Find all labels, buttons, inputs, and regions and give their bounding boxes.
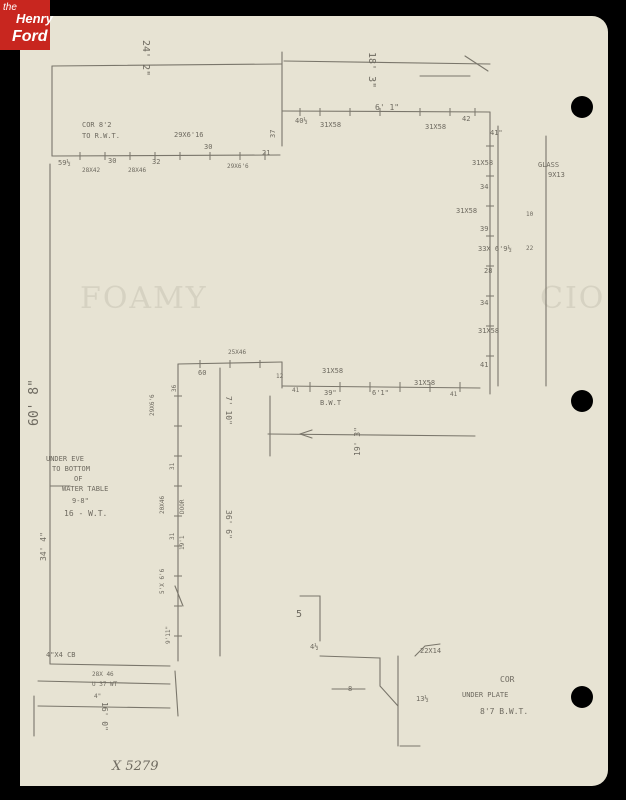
label-vert-5x66: 5'X 6'6 [159, 568, 166, 594]
label-side-small-dim2: 22 [526, 245, 534, 252]
label-win-28x42: 28X42 [82, 167, 101, 174]
label-right-28: 28 [484, 267, 493, 275]
label-right-31x58-c: 31X58 [478, 327, 500, 335]
label-37: 37 [269, 129, 277, 138]
label-win-31x58-topright: 31X58 [425, 123, 447, 131]
label-under-line3: OF [74, 475, 83, 483]
notebook-page: FOAMY CIO [20, 16, 608, 786]
label-right-31x58-a: 31X58 [472, 159, 494, 167]
label-small-13half: 13½ [416, 695, 429, 703]
logo-line-henry: Henry [16, 11, 53, 26]
label-mid-61: 6'1" [372, 389, 389, 397]
label-59half: 59½ [58, 159, 71, 167]
label-cor-low-line1: COR [500, 675, 515, 684]
label-30-b: 30 [108, 157, 117, 165]
label-right-39: 39 [480, 225, 489, 233]
label-32: 32 [152, 158, 161, 166]
label-under-line1: UNDER EVE [46, 455, 84, 463]
label-mid-60: 60 [198, 369, 207, 377]
bleed-through-text-right: CIO [540, 281, 606, 316]
binder-hole-bottom [571, 686, 593, 708]
label-mid-25x46: 25X46 [228, 349, 247, 356]
label-cor-low-line3: 8'7 B.W.T. [480, 707, 529, 716]
label-small-8: 8 [348, 685, 353, 693]
label-mid-dim-vert: 19' 3" [353, 427, 362, 456]
label-win-29x616: 29X6'16 [174, 131, 204, 139]
label-cb-4: 4" [94, 693, 102, 700]
label-side-small-dim: 10 [526, 211, 534, 218]
label-mid-41: 41 [292, 387, 300, 394]
label-win-29x616-b: 29X6'6 [227, 163, 249, 170]
binder-hole-top [571, 96, 593, 118]
label-small-22x14: 22X14 [420, 647, 442, 655]
floor-plan-sketch [33, 51, 547, 747]
label-win-28x46: 28X46 [128, 167, 147, 174]
label-41: 41" [490, 129, 503, 137]
label-right-34-a: 34 [480, 183, 489, 191]
label-cb: 4"X4 CB [46, 651, 76, 659]
label-right-door: 33X 6'9½ [478, 245, 512, 253]
label-under-line5: 9-8" [72, 497, 89, 505]
label-vert-door: DOOR [179, 499, 186, 514]
label-30-top: 30 [204, 143, 213, 151]
label-mid-39: 39" [324, 389, 337, 397]
label-right-41: 41 [480, 361, 489, 369]
label-top-span-dim: 6' 1" [375, 103, 400, 112]
catalog-number: X 5279 [112, 759, 159, 774]
logo-line-the: the [3, 2, 17, 13]
label-mid-bwt: B.W.T [320, 399, 342, 407]
label-cb-28x46: 28X 46 [92, 671, 114, 678]
label-42: 42 [462, 115, 471, 123]
label-vert-19x: 19'1 [179, 535, 186, 550]
label-mid-7-10: 7' 10" [224, 396, 233, 425]
label-mid-31x58-b: 31X58 [414, 379, 436, 387]
label-left-lower-vertical: 34' 4" [39, 532, 48, 561]
label-cor-low-line2: UNDER PLATE [462, 691, 509, 699]
logo-line-ford: Ford [12, 28, 48, 45]
binder-hole-middle [571, 390, 593, 412]
label-vert-29x66: 29X6'6 [149, 394, 156, 416]
label-glass-line1: GLASS [538, 161, 560, 169]
label-win-31x58-top: 31X58 [320, 121, 342, 129]
label-vert-31: 31 [169, 462, 176, 470]
label-21: 21 [262, 149, 271, 157]
label-vert-20x46: 20X46 [159, 495, 166, 514]
label-left-vertical: 60' 8" [27, 379, 42, 426]
label-under-line4: WATER TABLE [62, 485, 109, 493]
label-bottom-16: 16' 0" [100, 702, 109, 731]
label-mid-31x58-a: 31X58 [322, 367, 344, 375]
label-under-line6: 16 - W.T. [64, 509, 108, 518]
bleed-through-text-left: FOAMY [80, 281, 208, 316]
label-top-right-vertical-dim: 18' 3" [366, 52, 377, 89]
label-vert-36: 36 [171, 384, 178, 392]
label-vert-9-11: 9'11" [165, 625, 172, 644]
label-mid-12: 12 [276, 373, 284, 380]
label-cb-u37: U 37 WT [92, 681, 118, 688]
label-cor-line2: TO R.W.T. [82, 132, 120, 140]
label-glass-line2: 9X13 [548, 171, 565, 179]
label-cor-line1: COR 8'2 [82, 121, 112, 129]
label-mid-41b: 41 [450, 391, 458, 398]
label-small-4half: 4½ [310, 643, 319, 651]
label-vert-36-6: 36' 6" [224, 510, 233, 539]
henry-ford-logo: the Henry Ford [0, 0, 53, 50]
label-under-line2: TO BOTTOM [52, 465, 90, 473]
label-small-5: 5 [296, 609, 303, 620]
label-40half: 40½ [295, 117, 308, 125]
label-right-31x58-b: 31X58 [456, 207, 478, 215]
label-right-34-b: 34 [480, 299, 489, 307]
label-top-vertical-dim: 24' 2" [140, 40, 151, 77]
label-vert-31-b: 31 [169, 532, 176, 540]
